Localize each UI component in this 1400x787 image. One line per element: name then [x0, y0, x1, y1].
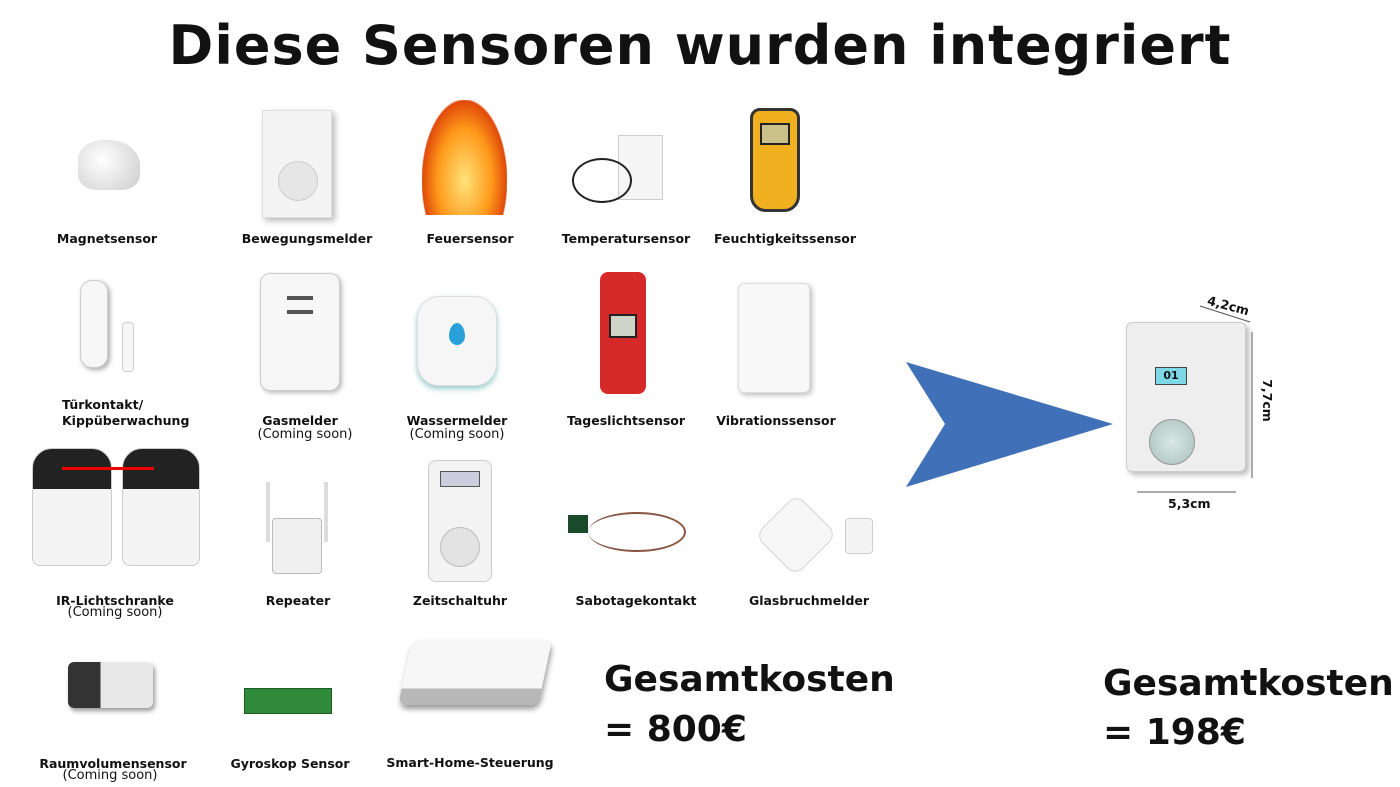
repeater-antenna-right [324, 482, 328, 542]
sensor-label-gasmelder: Gasmelder [262, 413, 338, 428]
sensor-label-tageslichtsensor: Tageslichtsensor [566, 413, 686, 428]
sensor-label-vibrationssensor: Vibrationssensor [716, 413, 836, 428]
moisture-meter-image [750, 108, 800, 212]
total-cost-left-value: = 800€ [604, 709, 747, 750]
sensor-label-ir-lichtschranke: IR-Lichtschranke [56, 593, 174, 608]
coming-soon-wassermelder: (Coming soon) [409, 427, 505, 442]
total-cost-right-label: Gesamtkosten [1103, 663, 1394, 704]
gas-detector-image [260, 273, 340, 391]
pir-lens [1149, 419, 1195, 465]
light-meter-image [600, 272, 646, 394]
ir-beam-image [62, 467, 154, 470]
sensor-label-wassermelder: Wassermelder [406, 413, 508, 428]
sensor-label-sabotagekontakt: Sabotagekontakt [575, 593, 697, 608]
coming-soon-raumvolumensensor: (Coming soon) [62, 768, 158, 783]
sensor-label-bewegungsmelder: Bewegungsmelder [241, 231, 373, 246]
total-cost-right-value: = 198€ [1103, 712, 1246, 753]
coming-soon-ir-lichtschranke: (Coming soon) [67, 605, 163, 620]
sensor-label-repeater: Repeater [265, 593, 331, 608]
door-contact-image [80, 280, 108, 368]
total-cost-left-label: Gesamtkosten [604, 659, 895, 700]
glass-break-contact-image [845, 518, 873, 554]
device-display: 01 [1155, 367, 1187, 385]
repeater-antenna-left [266, 482, 270, 542]
integrated-device-image: 01 [1126, 322, 1246, 472]
door-contact-magnet-image [122, 322, 134, 372]
temperature-cable-image [572, 158, 632, 203]
device-height-label: 7,7cm [1259, 379, 1275, 422]
magnet-sensor-image [78, 140, 140, 190]
page-title: Diese Sensoren wurden integriert [168, 14, 1232, 77]
water-detector-image [417, 296, 497, 386]
sensor-label-raumvolumensensor: Raumvolumensensor [39, 756, 187, 771]
room-volume-sensor-image [68, 662, 153, 708]
device-width-label: 5,3cm [1168, 496, 1211, 511]
motion-detector-image [262, 110, 332, 218]
vibration-sensor-image [738, 283, 810, 393]
sensor-label-tuerkontakt-1: Türkontakt/ [62, 397, 144, 412]
repeater-image [272, 518, 322, 574]
sensor-label-tuerkontakt-2: Kippüberwachung [62, 413, 190, 428]
sensor-label-gyroskop: Gyroskop Sensor [230, 756, 350, 771]
coming-soon-gasmelder: (Coming soon) [257, 427, 353, 442]
sensor-label-feuersensor: Feuersensor [426, 231, 514, 246]
sensor-label-zeitschaltuhr: Zeitschaltuhr [412, 593, 508, 608]
sensor-label-temperatursensor: Temperatursensor [561, 231, 691, 246]
sensor-label-glasbruchmelder: Glasbruchmelder [748, 593, 870, 608]
sensor-label-magnetsensor: Magnetsensor [56, 231, 158, 246]
gyroscope-board-image [244, 688, 332, 714]
tamper-contact-image [568, 515, 588, 533]
tamper-wire-image [588, 512, 686, 552]
timer-switch-image [428, 460, 492, 582]
fire-image [422, 100, 507, 215]
sensor-label-smart-home: Smart-Home-Steuerung [386, 755, 554, 770]
sensor-label-feuchtigkeitssensor: Feuchtigkeitssensor [713, 231, 857, 246]
